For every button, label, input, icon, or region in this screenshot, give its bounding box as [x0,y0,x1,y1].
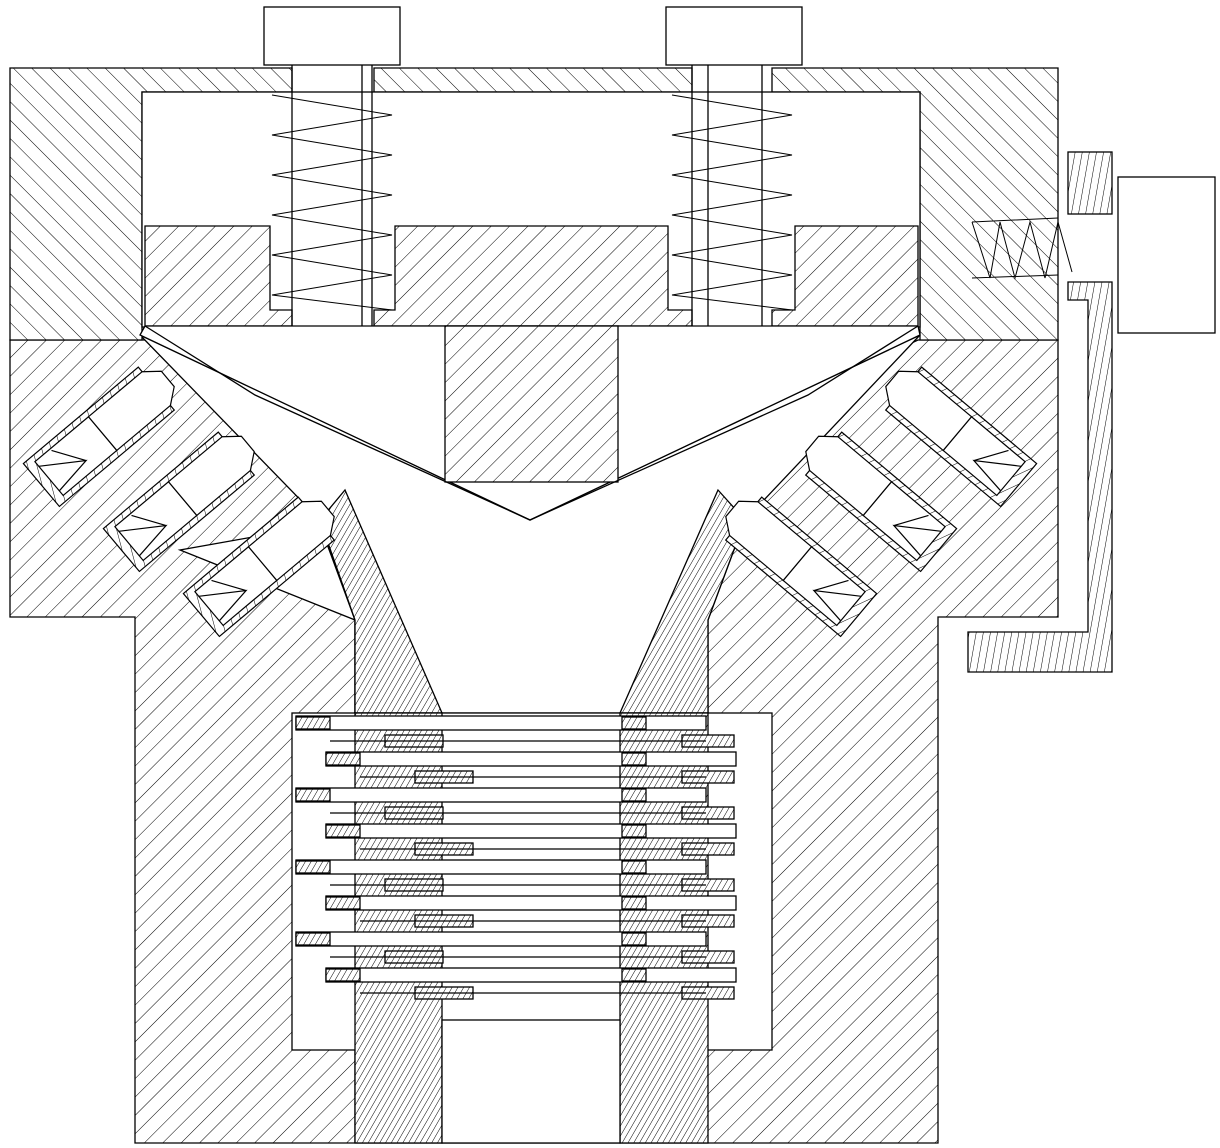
pressure-plate [144,225,293,327]
plungers-left [22,366,336,638]
plate-pad [325,968,361,982]
plate-pad [295,932,331,946]
plate-pad [621,788,647,802]
pressure-plate-mid [373,225,693,327]
plate-pad [621,824,647,838]
stack-plate [325,967,737,983]
plate-pad [295,788,331,802]
plate-pad [295,716,331,730]
plate-pad [621,752,647,766]
plate-pad [621,968,647,982]
spring-left [271,94,393,311]
side-screw-head [1117,176,1216,334]
plate-pad [325,752,361,766]
bottom-opening [441,1019,621,1144]
screw-shank-left [291,65,373,326]
screw-shank-right [691,65,763,326]
stack-plate [325,823,737,839]
wedge-outline [144,325,919,521]
plate-pad [621,716,647,730]
plate-pad [621,860,647,874]
chamber-wall-right [619,712,709,1144]
spring-right [671,94,793,311]
top-housing-mid [373,67,693,93]
side-nut [1067,151,1113,215]
chamber-wall-left [354,712,443,1144]
plate-pad [621,932,647,946]
plate-pad [325,896,361,910]
plate-stack [295,715,737,1000]
screw-head-right [665,6,803,66]
stack-plate [325,895,737,911]
stack-plate [325,751,737,767]
center-post [444,325,619,483]
plate-pad [295,860,331,874]
plate-pad [325,824,361,838]
plate-pad [621,896,647,910]
side-screw-thread [971,217,1073,280]
screw-head-left [263,6,401,66]
side-clamp [967,281,1113,673]
plungers-right [724,366,1038,638]
